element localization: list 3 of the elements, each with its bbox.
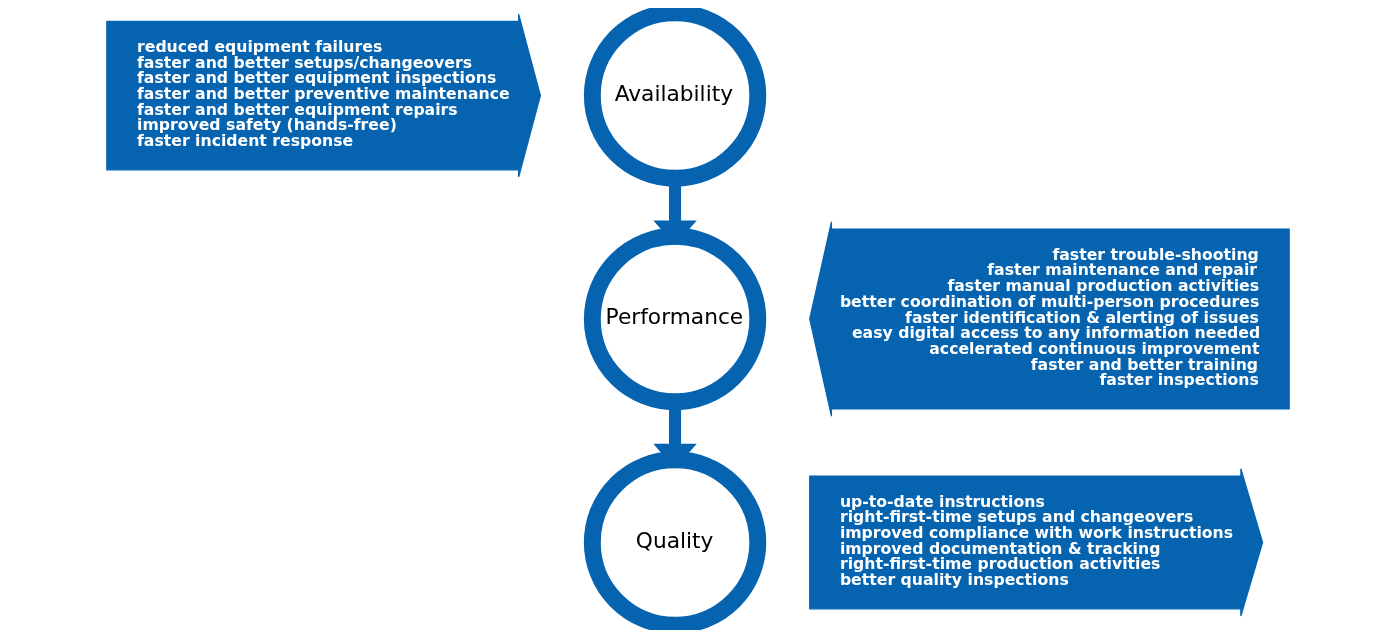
node-circle: Quality [583,451,767,630]
node-circle: Performance [583,227,767,411]
node-circle: Availability [583,8,767,187]
